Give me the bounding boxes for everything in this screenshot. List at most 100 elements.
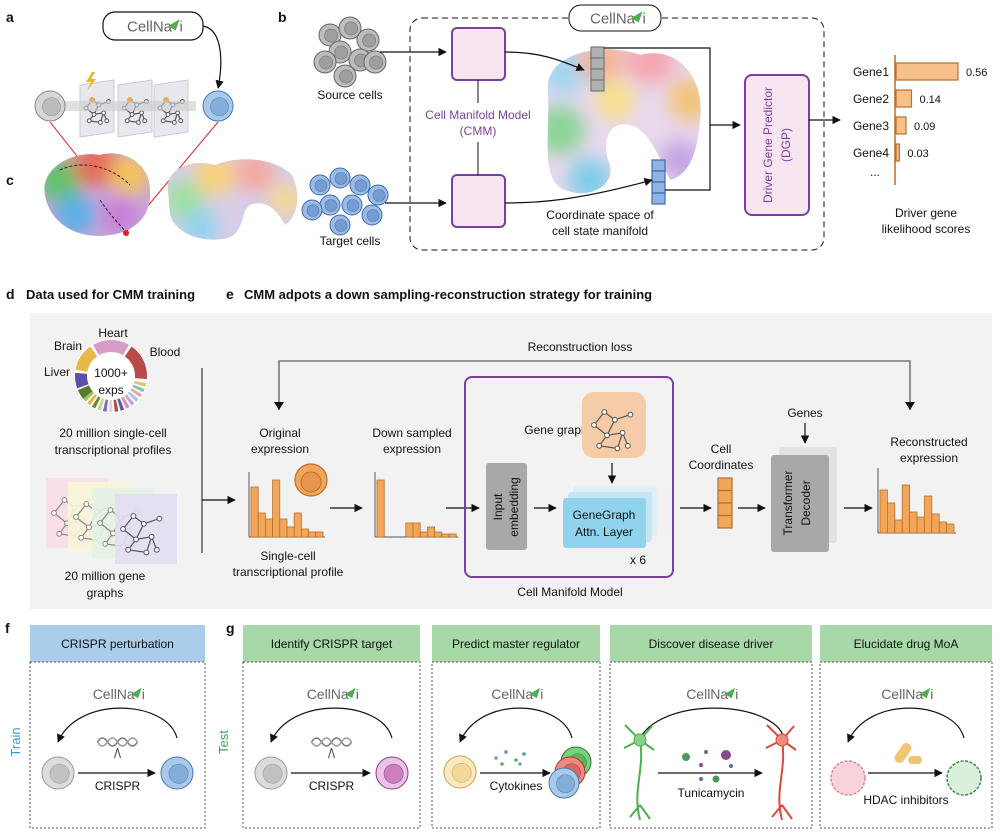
expression-bar	[376, 479, 385, 538]
panel-a-cells	[34, 90, 234, 122]
graph-node	[86, 524, 92, 531]
logo-text-end: i	[356, 686, 359, 702]
graph-node	[101, 110, 107, 116]
graph-node	[178, 118, 184, 124]
cell-coordinates-line1: Cell	[711, 442, 732, 456]
graph-node	[78, 534, 85, 541]
graph-node	[125, 546, 132, 553]
task-header	[243, 625, 420, 662]
source-cells-cluster	[313, 16, 387, 88]
donut-segment	[130, 388, 143, 398]
pill-icon	[894, 743, 912, 763]
logo-text: CellNa	[93, 686, 135, 702]
graph-node	[102, 540, 109, 547]
curved-arrow	[57, 707, 178, 743]
tissue-blood: Blood	[150, 345, 181, 359]
vector-cell	[651, 170, 666, 183]
neuron-soma	[775, 733, 789, 747]
score-value: 0.09	[914, 121, 935, 133]
cell-manifold-model-box	[464, 376, 674, 578]
cytokine-dot	[500, 762, 504, 766]
graph-node	[51, 510, 57, 516]
logo-text-end: i	[930, 686, 933, 702]
nucleus	[451, 762, 472, 783]
compound-dot	[699, 763, 703, 767]
expression-bar	[924, 495, 933, 534]
vector-cell	[590, 46, 605, 59]
cytokine-dot	[504, 750, 508, 754]
graph-node	[130, 513, 137, 519]
down-sampled-histogram	[374, 472, 459, 538]
vector-cell	[651, 159, 666, 172]
profile-label-line2: transcriptional profile	[233, 565, 344, 579]
dgp-label-line2: (DGP)	[779, 128, 793, 162]
vector-cell	[717, 514, 733, 529]
graph-node	[129, 111, 135, 117]
attn-layer-line2: Attn. Layer	[575, 525, 633, 539]
graph-node	[619, 429, 626, 436]
panel-label-e: e	[226, 286, 234, 302]
cytokine-dot	[514, 758, 518, 762]
reconstructed-line1: Reconstructed	[890, 435, 967, 449]
neuron-icon	[765, 724, 797, 821]
gene-label: Gene2	[853, 92, 889, 106]
layer-repeat-count: x 6	[630, 553, 646, 567]
cmm-caption: Cell Manifold Model	[517, 585, 622, 599]
navigation-arrow-icon	[724, 687, 736, 699]
donut-center-line2: exps	[98, 383, 123, 397]
graph-node	[73, 514, 79, 520]
expression-bar	[250, 486, 259, 538]
nucleus	[339, 69, 353, 84]
nucleus	[49, 763, 70, 784]
task-header-label: Elucidate drug MoA	[854, 637, 959, 651]
curved-arrow	[270, 707, 393, 743]
nucleus	[334, 219, 348, 232]
train-label: Train	[8, 727, 23, 756]
reconstructed-line2: expression	[900, 451, 958, 465]
lightning-icon	[86, 72, 96, 91]
more-genes-ellipsis: ...	[870, 165, 880, 179]
nucleus	[324, 199, 338, 212]
donut-segment	[113, 399, 119, 412]
expression-bar	[405, 522, 414, 538]
panel-d: Heart Brain Blood Liver 1000+ exps 20 mi…	[44, 326, 236, 600]
tissue-heart: Heart	[98, 326, 128, 340]
graph-node	[165, 111, 171, 117]
nucleus	[556, 774, 575, 794]
score-bar	[895, 143, 900, 162]
gene-graph-box	[582, 392, 646, 458]
decoder-line2: Decoder	[799, 480, 813, 525]
graph-node	[97, 520, 103, 526]
original-expression-line2: expression	[251, 442, 309, 456]
graphs-label-line2: graphs	[87, 586, 124, 600]
input-embedding-block	[486, 463, 527, 550]
graph-edge	[599, 445, 618, 449]
donut-segment	[75, 372, 89, 389]
tissue-brain: Brain	[54, 339, 82, 353]
logo-text: CellNa	[307, 686, 349, 702]
return-arrow	[202, 25, 224, 89]
perturbation-label: CRISPR	[95, 779, 141, 793]
donut-segment	[108, 399, 113, 413]
logo-text: CellNa	[491, 686, 533, 702]
task-frame	[431, 661, 601, 829]
task-header	[432, 625, 600, 662]
cmm-box-source	[451, 27, 506, 81]
task-header-label: Discover disease driver	[649, 637, 774, 651]
donut-segment	[132, 384, 145, 393]
expression-bar	[448, 533, 457, 538]
logo-box-b	[568, 4, 662, 32]
graph-node	[86, 118, 92, 124]
score-value: 0.14	[920, 94, 941, 106]
donut-segment	[121, 396, 130, 409]
arrow	[504, 177, 653, 204]
expression-bar	[412, 522, 421, 538]
connector-line	[604, 47, 711, 125]
